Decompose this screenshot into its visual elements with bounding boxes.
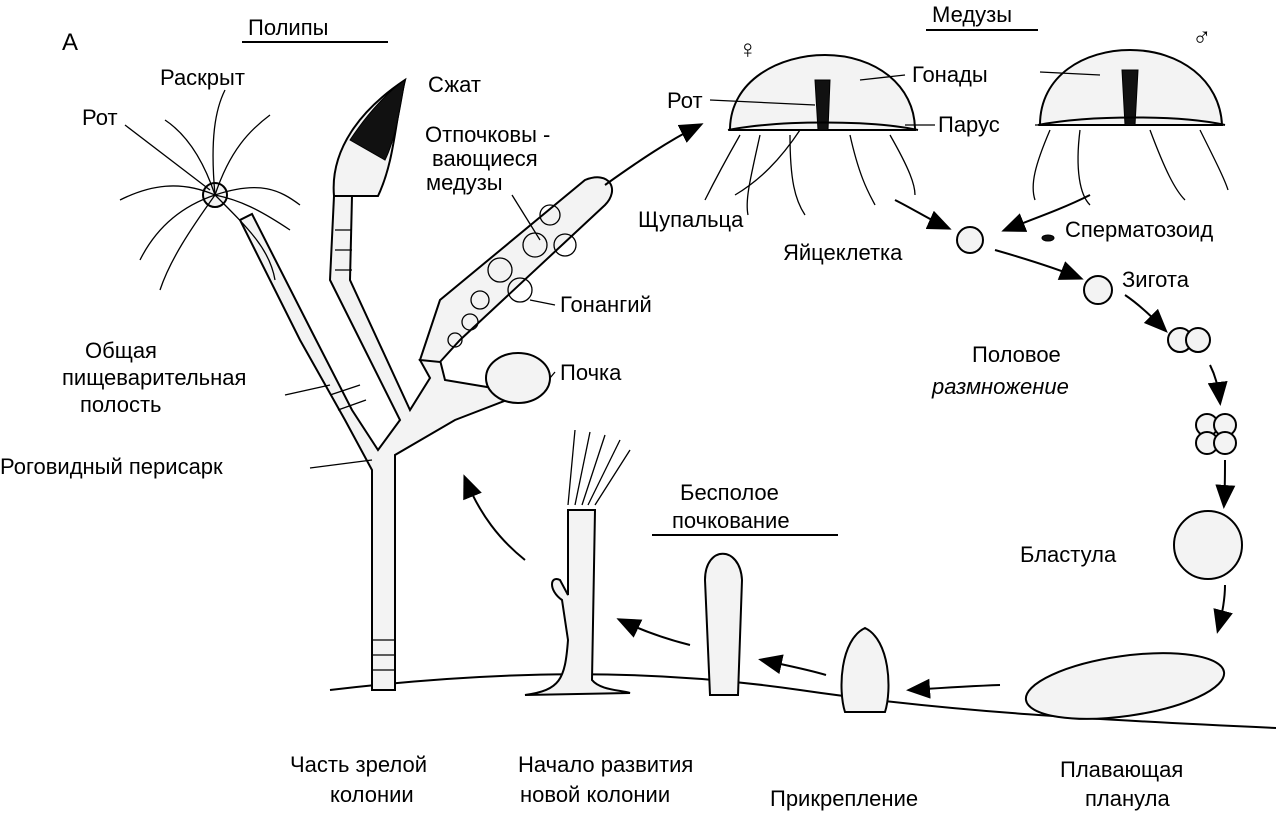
label-egg: Яйцеклетка xyxy=(783,240,903,265)
label-planula-2: планула xyxy=(1085,786,1170,811)
medusae-heading: Медузы xyxy=(932,2,1012,27)
blastula xyxy=(1173,510,1243,580)
planula xyxy=(1024,652,1226,720)
panel-letter: А xyxy=(62,29,78,56)
label-new-colony-2: новой колонии xyxy=(520,782,670,807)
label-planula-1: Плавающая xyxy=(1060,757,1183,782)
label-mature-colony-2: колонии xyxy=(330,782,414,807)
zygote xyxy=(1083,275,1113,305)
label-gastric-cavity-3: полость xyxy=(80,392,162,417)
sexual-label-line1: Половое xyxy=(972,342,1061,367)
label-velum: Парус xyxy=(938,112,1000,137)
label-gastric-cavity-2: пищеварительная xyxy=(62,365,246,390)
new-colony-polyp xyxy=(524,509,631,696)
substrate-line xyxy=(329,673,1276,729)
label-polyp-mouth: Рот xyxy=(82,105,118,130)
label-medusa-mouth: Рот xyxy=(667,88,703,113)
label-tentacles: Щупальца xyxy=(638,207,744,232)
label-bud: Почка xyxy=(560,360,622,385)
egg-cell xyxy=(956,226,984,254)
polyps-heading: Полипы xyxy=(248,15,328,40)
asexual-heading-line2: почкование xyxy=(672,508,790,533)
label-budding-medusae-1: Отпочковы - xyxy=(425,122,550,147)
male-symbol: ♂ xyxy=(1192,22,1212,52)
sexual-label-line2: размножение xyxy=(931,374,1069,399)
female-medusa-drawing xyxy=(704,53,919,216)
attachment-stage xyxy=(840,626,890,713)
leader-lines xyxy=(124,71,1101,469)
four-cell-embryo xyxy=(1195,413,1237,455)
sperm-cell xyxy=(1041,234,1055,242)
label-budding-medusae-3: медузы xyxy=(426,170,503,195)
mature-colony-drawing xyxy=(119,77,614,691)
label-gastric-cavity-1: Общая xyxy=(85,338,157,363)
label-gonads: Гонады xyxy=(912,62,988,87)
label-perisarc: Роговидный перисарк xyxy=(0,454,223,479)
label-gonangium: Гонангий xyxy=(560,292,652,317)
new-colony-tentacles xyxy=(567,429,631,506)
label-budding-medusae-2: вающиеся xyxy=(432,146,538,171)
label-contracted: Сжат xyxy=(428,72,481,97)
label-new-colony-1: Начало развития xyxy=(518,752,693,777)
two-cell-embryo xyxy=(1167,327,1211,353)
label-sperm: Сперматозоид xyxy=(1065,217,1213,242)
label-zygote: Зигота xyxy=(1122,267,1190,292)
label-open: Раскрыт xyxy=(160,65,245,90)
label-mature-colony-1: Часть зрелой xyxy=(290,752,427,777)
label-attachment: Прикрепление xyxy=(770,786,918,811)
female-symbol: ♀ xyxy=(738,34,758,64)
male-medusa-drawing xyxy=(1032,48,1229,206)
early-polyp-stage xyxy=(703,552,744,696)
life-cycle-arrows xyxy=(463,123,1236,699)
label-blastula: Бластула xyxy=(1020,542,1117,567)
asexual-heading-line1: Бесполое xyxy=(680,480,779,505)
